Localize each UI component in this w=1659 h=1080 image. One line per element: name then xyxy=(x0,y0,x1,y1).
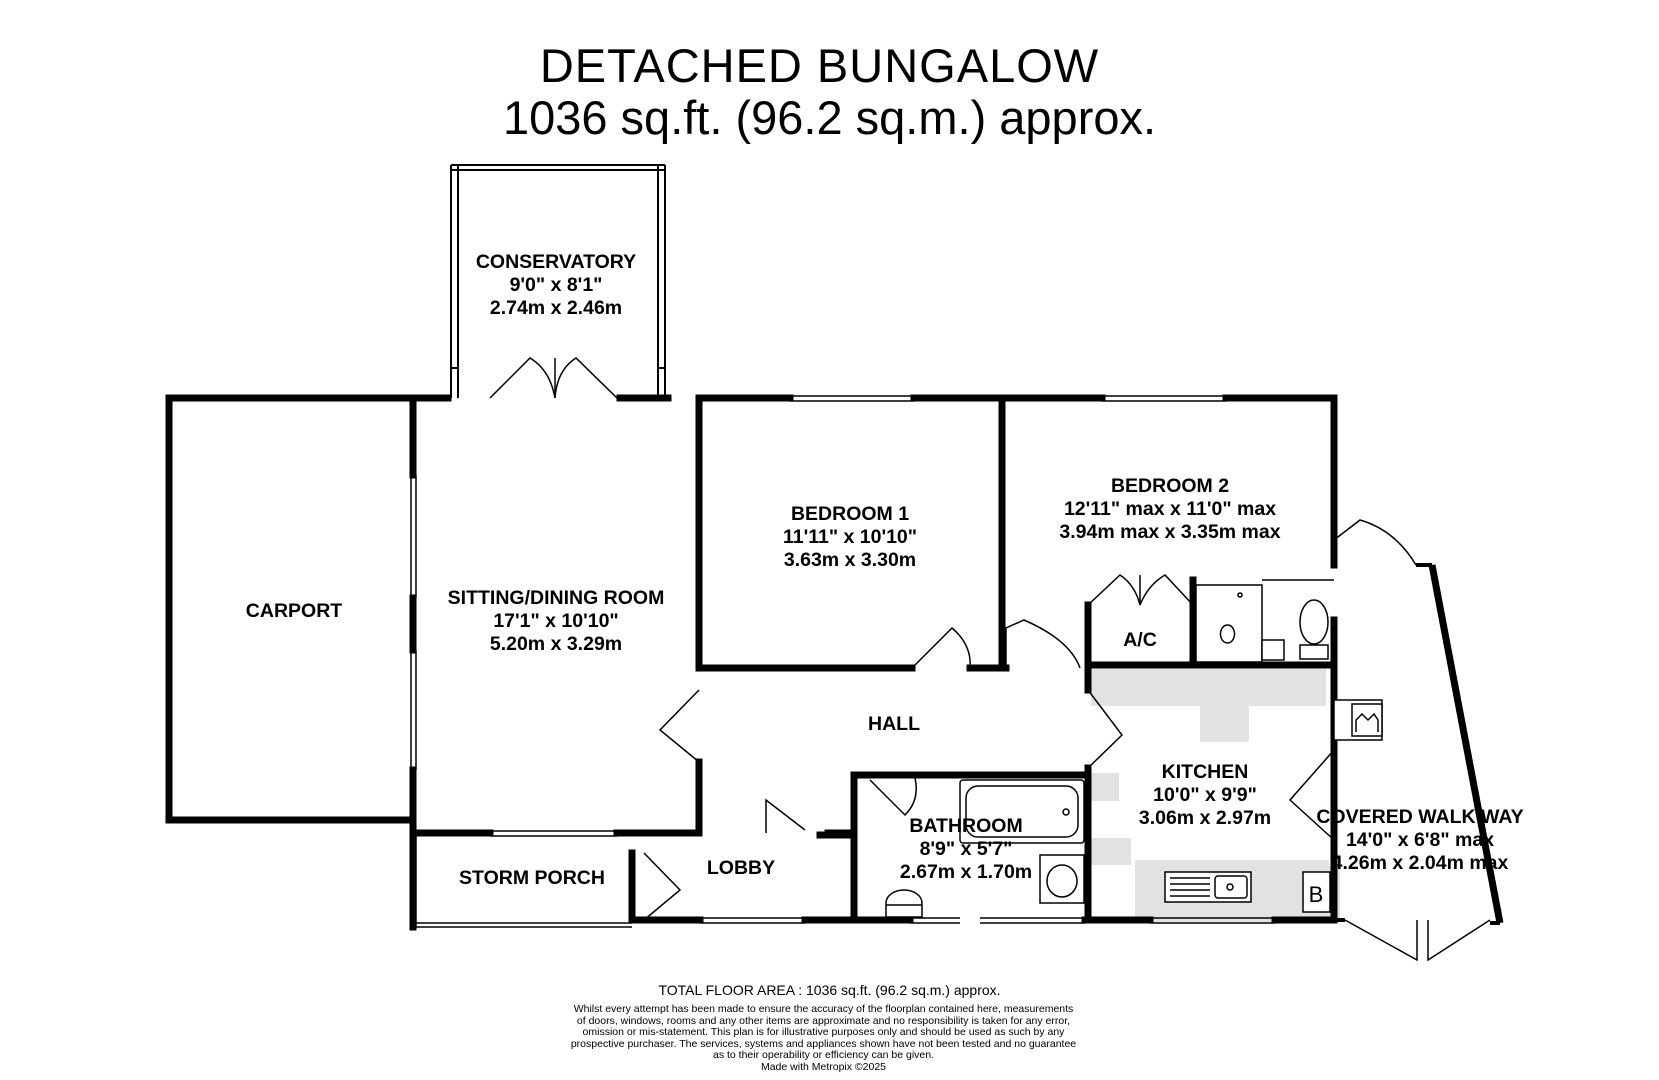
covered-walkway xyxy=(1333,519,1504,962)
room-labels: CONSERVATORY 9'0" x 8'1" 2.74m x 2.46m C… xyxy=(246,251,1524,907)
conservatory-walls xyxy=(450,164,666,398)
disclaimer-line: Whilst every attempt has been made to en… xyxy=(573,1003,1074,1015)
kitchen-metric: 3.06m x 2.97m xyxy=(1139,807,1271,829)
conservatory-name: CONSERVATORY xyxy=(476,251,636,273)
boiler-icon xyxy=(1302,871,1331,913)
bathroom-name: BATHROOM xyxy=(909,815,1022,837)
bedroom2-metric: 3.94m max x 3.35m max xyxy=(1059,521,1280,543)
fireplace-icon xyxy=(1333,699,1383,741)
disclaimer-line: of doors, windows, rooms and any other i… xyxy=(576,1014,1071,1027)
boiler-label: B xyxy=(1309,882,1324,907)
windows xyxy=(410,395,1275,928)
bedroom1-metric: 3.63m x 3.30m xyxy=(784,549,916,571)
disclaimer-line: as to their operability or efficiency ca… xyxy=(712,1049,934,1062)
bathroom-metric: 2.67m x 1.70m xyxy=(900,861,1032,883)
toilet-icon xyxy=(1299,599,1329,645)
kitchen-imperial: 10'0" x 9'9" xyxy=(1153,784,1257,806)
walkway-name: COVERED WALK WAY xyxy=(1316,806,1523,828)
bedroom1-name: BEDROOM 1 xyxy=(791,503,909,525)
bedroom1-imperial: 11'11" x 10'10" xyxy=(783,526,917,548)
sitting-imperial: 17'1" x 10'10" xyxy=(493,610,618,632)
walkway-imperial: 14'0" x 6'8" max xyxy=(1346,829,1494,851)
sitting-name: SITTING/DINING ROOM xyxy=(448,587,665,609)
bedroom2-name: BEDROOM 2 xyxy=(1111,475,1229,497)
sitting-metric: 5.20m x 3.29m xyxy=(490,633,622,655)
shower-icon xyxy=(1195,584,1263,663)
bathroom-imperial: 8'9" x 5'7" xyxy=(920,838,1013,860)
storm-porch-name: STORM PORCH xyxy=(459,867,605,889)
walls xyxy=(165,394,1338,931)
doors xyxy=(643,574,1335,921)
total-floor-area: TOTAL FLOOR AREA : 1036 sq.ft. (96.2 sq.… xyxy=(658,982,1001,998)
lobby-name: LOBBY xyxy=(707,857,775,879)
ensuite-fixtures xyxy=(1195,579,1334,663)
bedroom2-imperial: 12'11" max x 11'0" max xyxy=(1064,498,1276,520)
conservatory-metric: 2.74m x 2.46m xyxy=(490,297,622,319)
disclaimer-line: prospective purchaser. The services, sys… xyxy=(570,1037,1077,1050)
carport-name: CARPORT xyxy=(246,600,343,622)
metropix-credit: Made with Metropix ©2025 xyxy=(760,1060,887,1073)
conservatory-doors xyxy=(489,357,618,399)
plan-title: DETACHED BUNGALOW xyxy=(539,39,1100,92)
disclaimer-line: omission or mis-statement. This plan is … xyxy=(582,1026,1065,1039)
kitchen-name: KITCHEN xyxy=(1162,761,1249,783)
kitchen-fixtures xyxy=(1164,871,1331,913)
plan-area: 1036 sq.ft. (96.2 sq.m.) approx. xyxy=(502,91,1157,144)
walkway-metric: 4.26m x 2.04m max xyxy=(1332,852,1509,874)
vanity-icon xyxy=(1261,639,1285,661)
basin-icon xyxy=(1219,624,1236,644)
hall-name: HALL xyxy=(868,713,920,735)
cistern-icon xyxy=(1299,644,1329,660)
kitchen-floor xyxy=(1091,669,1340,922)
conservatory-imperial: 9'0" x 8'1" xyxy=(510,274,603,296)
ac-name: A/C xyxy=(1123,629,1157,651)
disclaimer: Whilst every attempt has been made to en… xyxy=(0,1003,1653,1074)
bathroom-fixtures xyxy=(885,779,1085,918)
